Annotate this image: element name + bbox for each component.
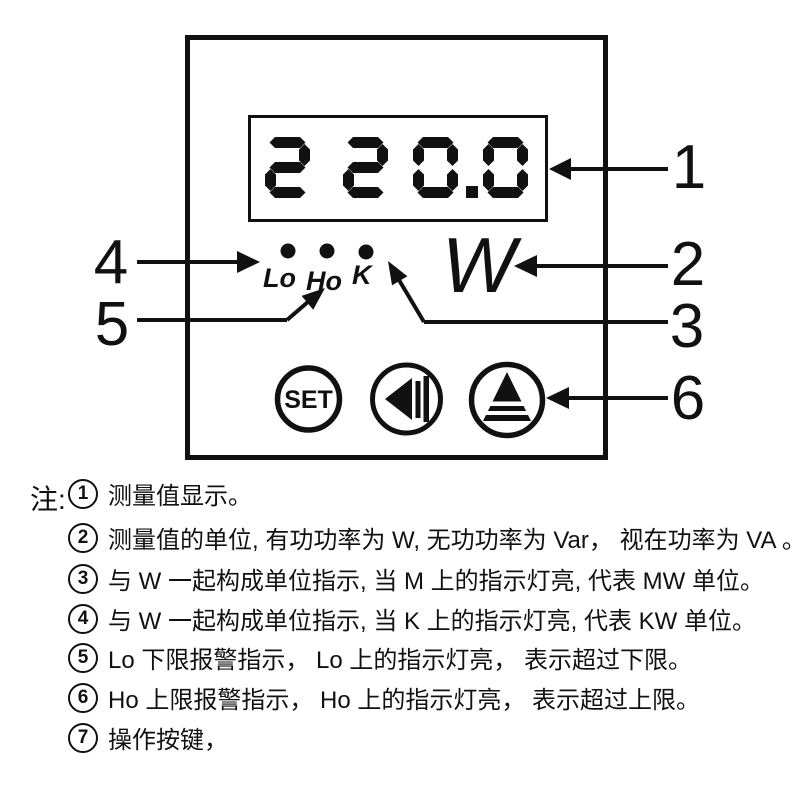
note-item-5: 5 Lo 下限报警指示， Lo 上的指示灯亮， 表示超过下限。 bbox=[68, 641, 692, 674]
left-arrow-icon bbox=[385, 376, 429, 422]
note-item-2: 2 测量值的单位, 有功功率为 W, 无功功率为 Var， 视在功率为 VA 。 bbox=[68, 521, 800, 554]
button-row: SET bbox=[274, 361, 546, 439]
note-number-circle: 7 bbox=[68, 722, 98, 753]
callout-number-3: 3 bbox=[670, 292, 704, 361]
note-item-7: 7 操作按键， bbox=[68, 721, 228, 754]
note-text: 测量值显示。 bbox=[108, 483, 252, 510]
set-button-label: SET bbox=[284, 386, 333, 414]
led-k bbox=[358, 244, 374, 260]
note-text: Ho 上限报警指示， Ho 上的指示灯亮， 表示超过上限。 bbox=[108, 687, 701, 714]
led-lo bbox=[280, 243, 296, 259]
note-item-3: 3 与 W 一起构成单位指示, 当 M 上的指示灯亮, 代表 MW 单位。 bbox=[68, 562, 764, 595]
note-number-circle: 5 bbox=[68, 642, 98, 673]
display-value bbox=[265, 137, 528, 198]
led-ho bbox=[319, 243, 335, 259]
note-text: 与 W 一起构成单位指示, 当 M 上的指示灯亮, 代表 MW 单位。 bbox=[108, 568, 764, 595]
callout-number-1: 1 bbox=[672, 133, 706, 202]
callout-number-2: 2 bbox=[671, 230, 705, 299]
label-ho: Ho bbox=[306, 266, 342, 296]
callout-arrowheads bbox=[237, 158, 571, 409]
note-text: Lo 下限报警指示， Lo 上的指示灯亮， 表示超过下限。 bbox=[108, 647, 693, 674]
callout-number-5: 5 bbox=[95, 290, 129, 359]
note-number-circle: 6 bbox=[68, 682, 98, 713]
note-item-6: 6 Ho 上限报警指示， Ho 上的指示灯亮， 表示超过上限。 bbox=[68, 681, 700, 714]
up-triangle-icon bbox=[481, 372, 533, 421]
note-number-circle: 1 bbox=[68, 478, 98, 509]
note-number-circle: 2 bbox=[68, 522, 98, 553]
label-lo: Lo bbox=[263, 263, 296, 293]
notes-prefix: 注: bbox=[30, 484, 66, 515]
note-text: 与 W 一起构成单位指示, 当 K 上的指示灯亮, 代表 KW 单位。 bbox=[108, 608, 756, 635]
note-item-4: 4 与 W 一起构成单位指示, 当 K 上的指示灯亮, 代表 KW 单位。 bbox=[68, 602, 756, 635]
callout-number-6: 6 bbox=[671, 364, 705, 433]
note-text: 测量值的单位, 有功功率为 W, 无功功率为 Var， 视在功率为 VA 。 bbox=[108, 527, 800, 554]
note-item-1: 1 测量值显示。 bbox=[68, 477, 252, 510]
note-number-circle: 3 bbox=[68, 563, 98, 594]
callout-number-4: 4 bbox=[94, 228, 128, 297]
note-number-circle: 4 bbox=[68, 603, 98, 634]
unit-label: W bbox=[442, 221, 522, 309]
label-k: K bbox=[352, 260, 374, 290]
indicator-leds bbox=[280, 243, 374, 260]
callout-lines bbox=[137, 167, 668, 400]
set-button bbox=[274, 365, 343, 433]
note-text: 操作按键， bbox=[108, 727, 228, 754]
